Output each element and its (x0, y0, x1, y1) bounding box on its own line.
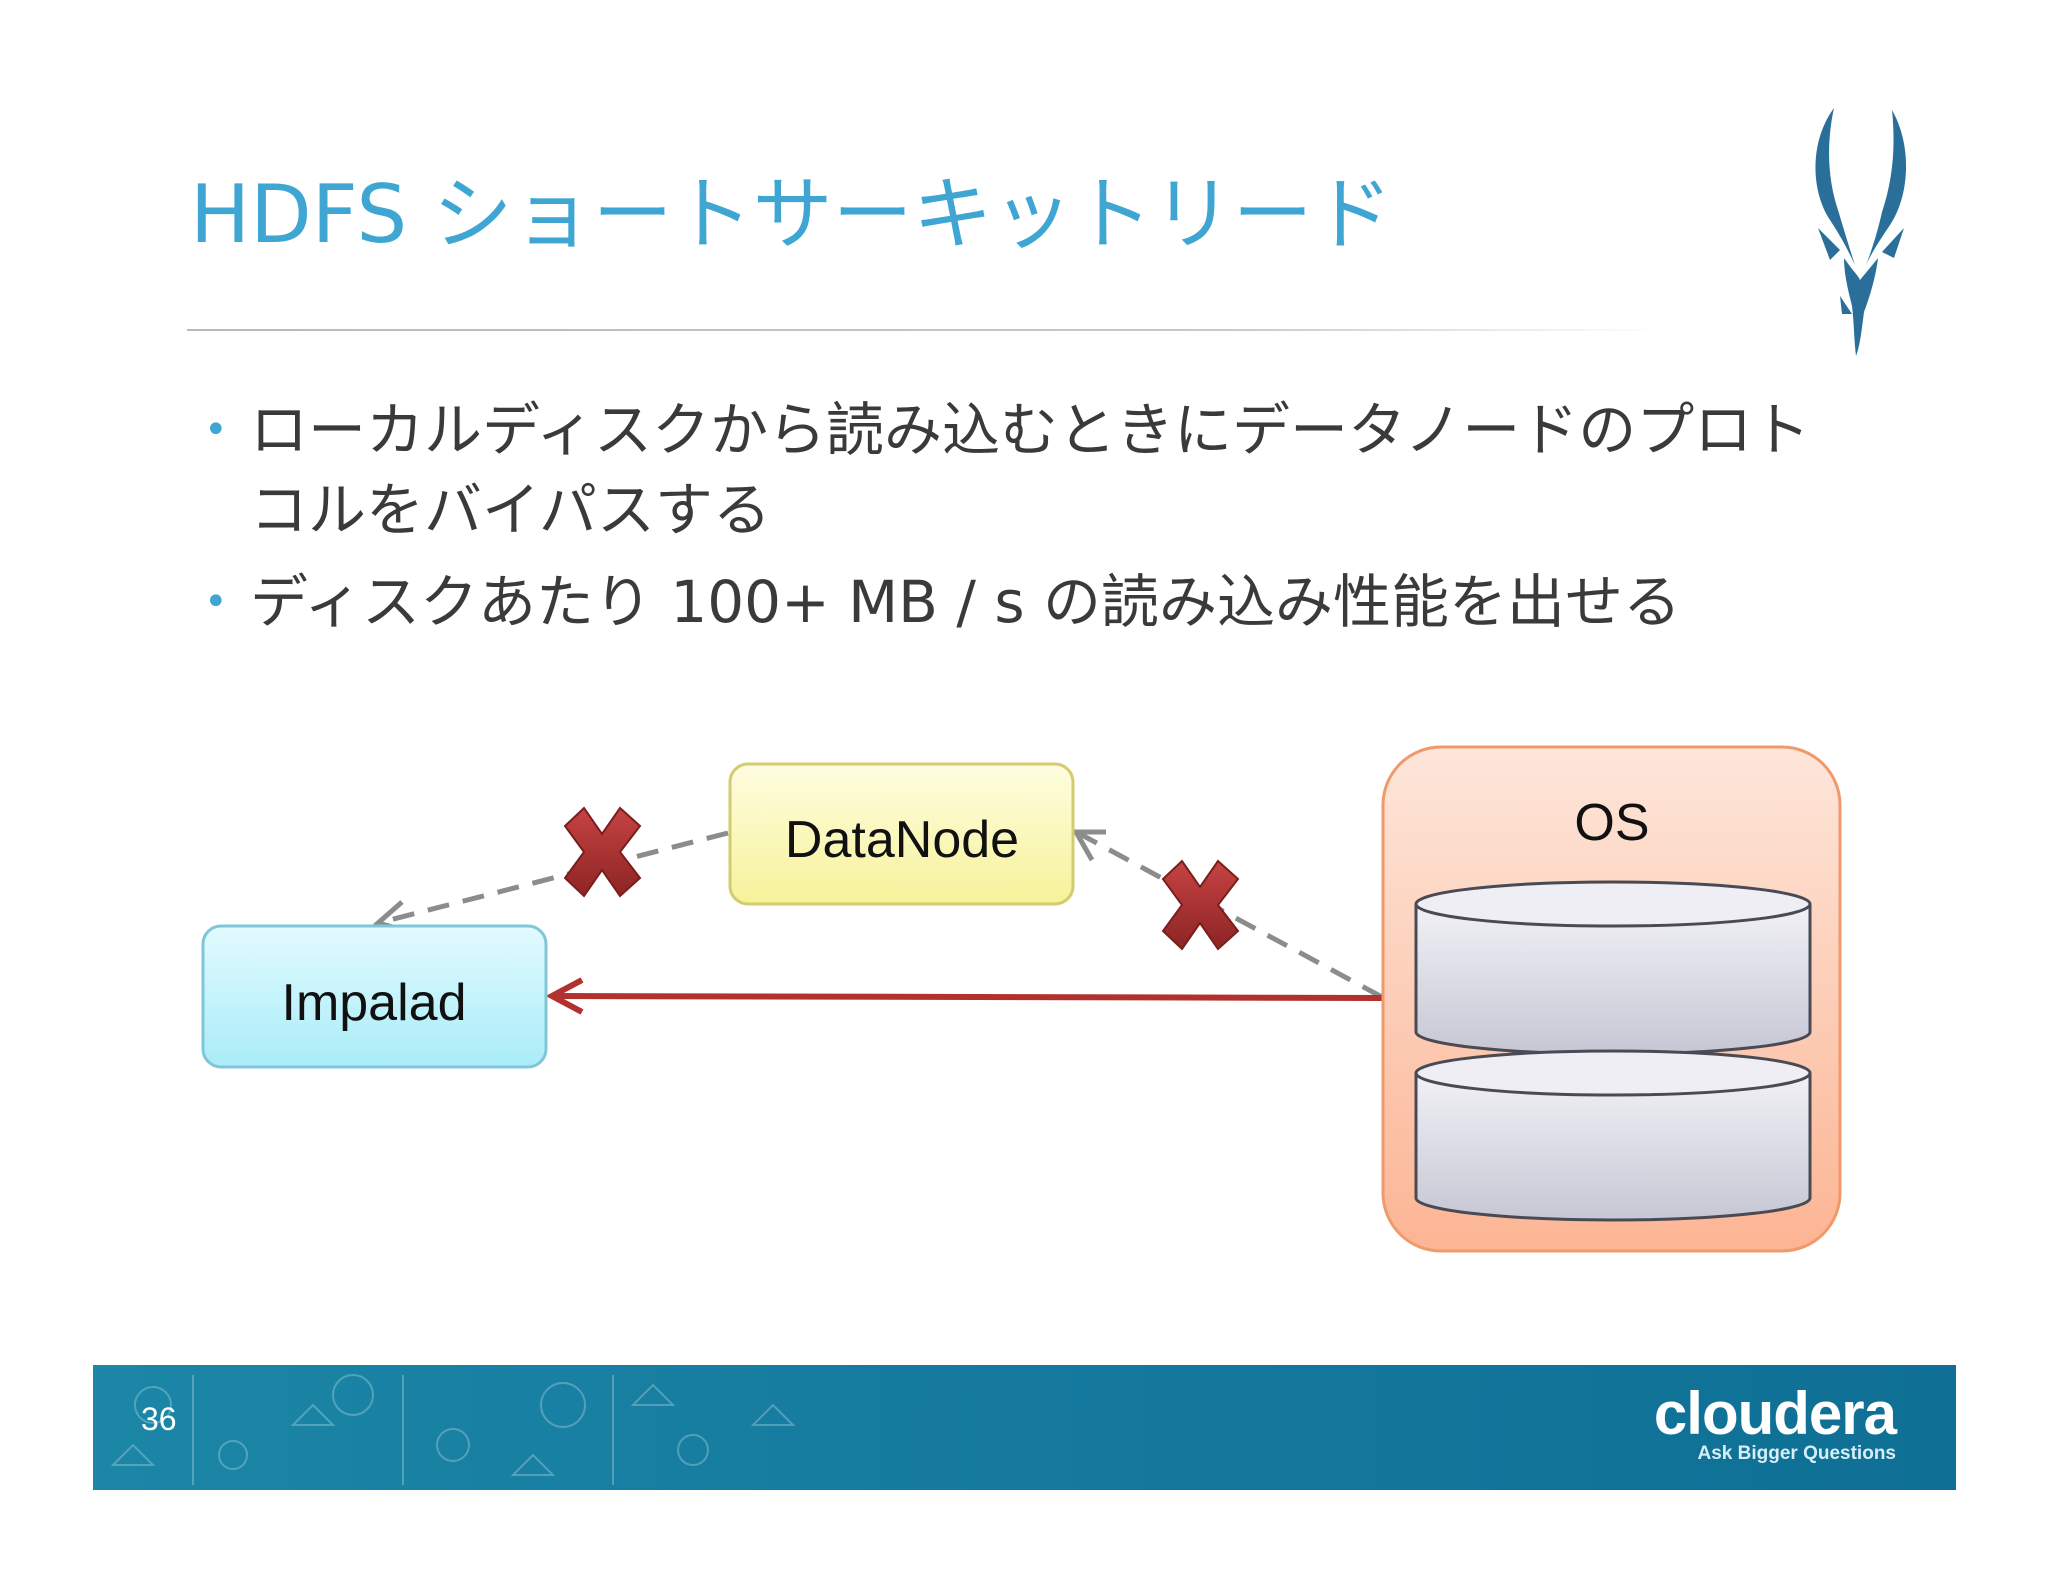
bullet-dot-icon: • (204, 579, 228, 625)
slide-title: HDFS ショートサーキットリード (190, 168, 1393, 261)
title-divider (187, 329, 1667, 331)
direct-read-arrow (545, 977, 1383, 1015)
footer-bar: 36 cloudera Ask Bigger Questions (93, 1365, 1956, 1490)
bullet-list: • ローカルディスクから読み込むときにデータノードのプロトコルをバイパスする •… (200, 390, 1840, 654)
os-label: OS (1574, 794, 1649, 852)
cross-icon (1161, 859, 1240, 951)
datanode-label: DataNode (785, 811, 1019, 869)
page-number: 36 (141, 1401, 177, 1437)
cloudera-logo: cloudera Ask Bigger Questions (1653, 1380, 1897, 1465)
dashed-arrow-datanode-to-impalad (372, 830, 729, 933)
impala-logo-icon (1815, 108, 1907, 356)
disk-icon (1414, 1049, 1812, 1222)
disk-icon (1414, 880, 1812, 1056)
bullet-text: ディスクあたり 100+ MB / s の読み込み性能を出せる (250, 568, 1682, 636)
cross-icon (563, 806, 642, 898)
impalad-label: Impalad (282, 974, 467, 1032)
bullet-item: • ディスクあたり 100+ MB / s の読み込み性能を出せる (200, 562, 1840, 642)
brand-name: cloudera (1653, 1380, 1897, 1447)
os-container: OS (1381, 745, 1842, 1253)
impalad-node: Impalad (201, 924, 548, 1069)
datanode-node: DataNode (728, 762, 1075, 906)
bullet-item: • ローカルディスクから読み込むときにデータノードのプロトコルをバイパスする (200, 390, 1840, 550)
bullet-text: ローカルディスクから読み込むときにデータノードのプロトコルをバイパスする (250, 396, 1811, 544)
brand-tagline: Ask Bigger Questions (1697, 1443, 1897, 1464)
footer-pattern (110, 1374, 796, 1485)
dashed-arrow-os-to-datanode (1071, 829, 1384, 1000)
bullet-dot-icon: • (204, 407, 228, 453)
